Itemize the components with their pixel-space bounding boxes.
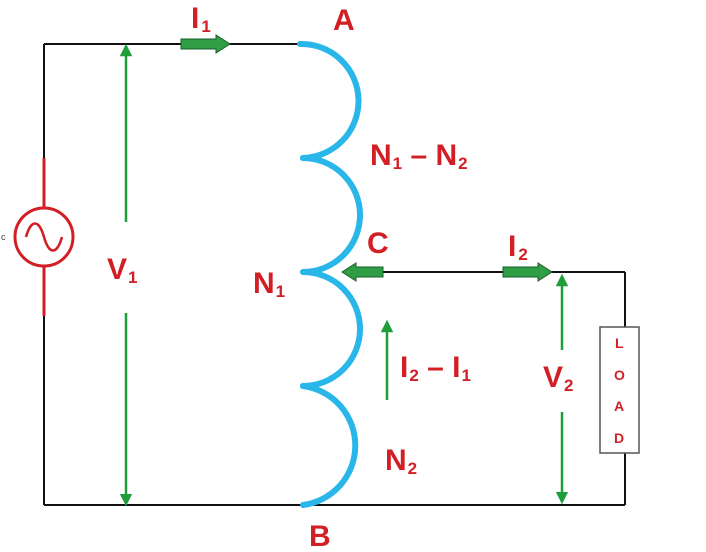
i1-arrow-icon <box>180 34 231 54</box>
voltage-arrows <box>119 43 569 507</box>
v2-label: V2 <box>543 361 573 395</box>
current-arrows <box>180 34 553 282</box>
circuit-wires <box>43 43 626 506</box>
transformer-winding <box>297 40 363 508</box>
n1-label: N1 <box>253 267 285 301</box>
i2-minus-i1-label: I2 – I1 <box>400 351 471 385</box>
i2-arrow-icon <box>502 262 553 282</box>
coil-turn-1 <box>297 40 362 161</box>
v1-label: V1 <box>107 253 137 287</box>
coil-turn-4 <box>300 383 359 508</box>
ac-source: c <box>1 158 75 316</box>
load-letter-l: L <box>615 335 624 351</box>
sine-wave-icon <box>24 222 64 252</box>
node-a-label: A <box>333 4 355 37</box>
load-box <box>599 326 640 454</box>
load-resistor: L O A D <box>599 326 640 454</box>
node-c-label: C <box>367 227 389 260</box>
load-letter-a: A <box>614 398 624 414</box>
load-letter-d: D <box>614 430 624 446</box>
n1-minus-n2-label: N1 – N2 <box>370 139 468 173</box>
source-tag: c <box>1 232 6 242</box>
coil-turn-3 <box>300 269 363 389</box>
tap-current-arrow-icon <box>341 262 384 282</box>
load-letter-o: O <box>614 367 625 383</box>
node-b-label: B <box>309 520 331 552</box>
coil-turn-2 <box>300 155 363 275</box>
n2-label: N2 <box>385 444 417 478</box>
